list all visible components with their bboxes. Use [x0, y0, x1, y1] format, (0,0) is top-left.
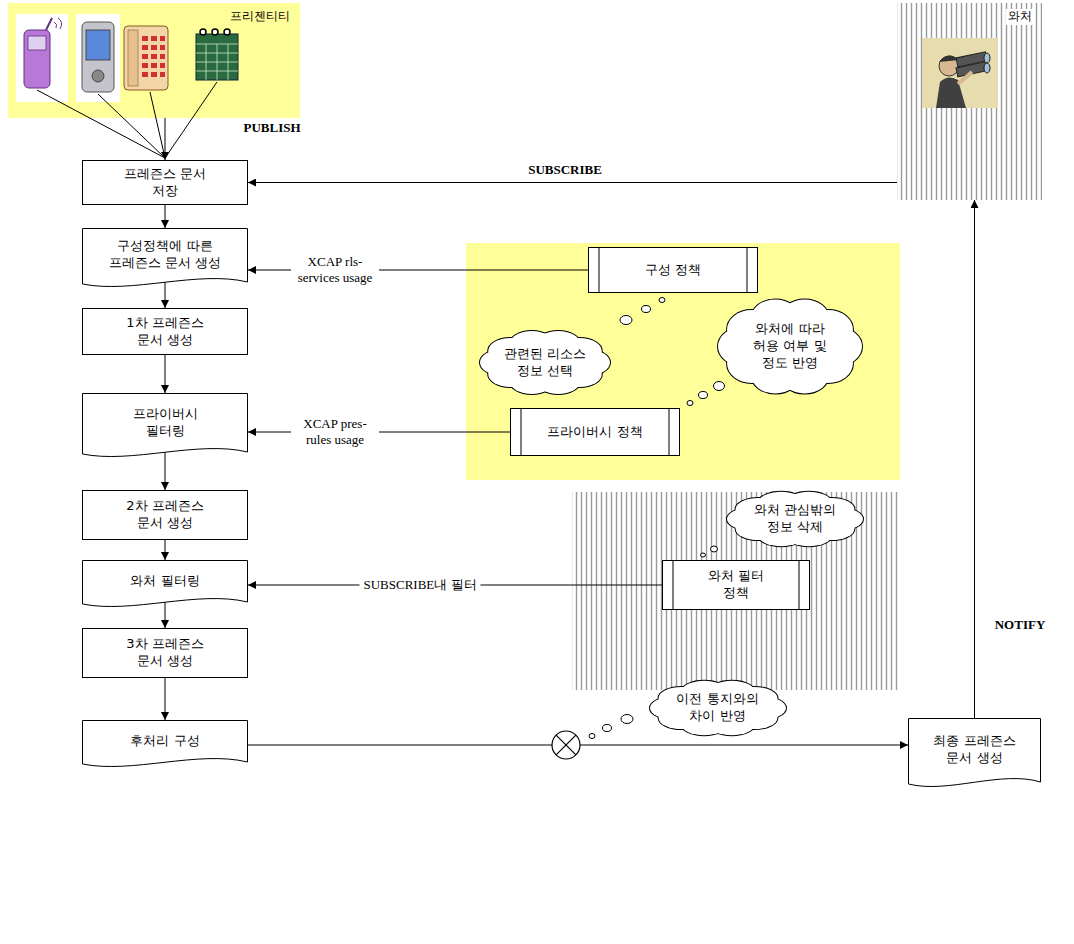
thought-cloud: 와처에 따라 허용 여부 및 정도 반영: [718, 298, 862, 395]
document-box: 와처 필터링: [82, 560, 248, 610]
process-frame: [663, 561, 810, 610]
band-label: 프리젠티티: [228, 9, 292, 25]
node-text: 프레즌스 문서 저장: [115, 166, 215, 200]
flow-arrow: [165, 282, 166, 308]
document-outline: [83, 561, 248, 607]
merge-circle-symbol: [552, 731, 580, 759]
edge-label-holder: XCAP rls-services usage: [291, 252, 379, 289]
flow-arrow: [165, 355, 166, 393]
node-text: 최종 프레즌스 문서 생성: [925, 733, 1025, 767]
thought-cloud: 이전 통지와의 차이 반영: [650, 680, 786, 736]
thought-cloud: 관련된 리소스 정보 선택: [480, 330, 610, 395]
node-text: 프라이버시 정책: [547, 424, 642, 441]
process-box: 1차 프레즌스 문서 생성: [82, 308, 248, 355]
document-box: 후처리 구성: [82, 720, 248, 770]
node-text: 이전 통지와의 차이 반영: [670, 691, 765, 725]
publish-fan-lines: [37, 82, 217, 158]
watcher-band-fill: [897, 3, 1042, 200]
node-text: 1차 프레즌스 문서 생성: [115, 315, 215, 349]
process-box: 3차 프레즌스 문서 생성: [82, 628, 248, 678]
presentity-band-fill: [8, 3, 300, 118]
process-box: 프레즌스 문서 저장: [82, 160, 248, 205]
policy-region: [466, 243, 900, 480]
flow-arrow: [248, 182, 897, 183]
node-text: 관련된 리소스 정보 선택: [500, 346, 590, 380]
node-text: 2차 프레즌스 문서 생성: [115, 498, 215, 532]
document-outline: [83, 394, 248, 457]
edge-label-holder: PUBLISH: [243, 120, 300, 136]
edge-label: NOTIFY: [995, 617, 1046, 633]
band-label-holder: 와처: [1006, 9, 1034, 25]
edge-label: SUBSCRIBE: [528, 162, 602, 178]
flow-arrow: [248, 432, 510, 433]
watcher-figure: [922, 38, 998, 108]
process-side-line: [521, 409, 522, 456]
node-text: 3차 프레즌스 문서 생성: [115, 636, 215, 670]
process-side-line: [673, 561, 674, 610]
process-frame: [589, 248, 758, 293]
policy-box: 와처 필터 정책: [662, 560, 810, 610]
edge-label-holder: SUBSCRIBE: [528, 162, 602, 178]
document-box: 최종 프레즌스 문서 생성: [908, 718, 1041, 790]
process-box: 2차 프레즌스 문서 생성: [82, 490, 248, 540]
node-text: 와처 필터링: [130, 573, 199, 590]
device-icons: [16, 14, 238, 102]
edge-label-holder: NOTIFY: [995, 617, 1046, 633]
flow-arrow: [165, 678, 166, 720]
node-text: 와처에 따라 허용 여부 및 정도 반영: [748, 321, 833, 372]
document-box: 프라이버시 필터링: [82, 393, 248, 460]
flow-arrow: [165, 602, 166, 628]
band-label-holder: 프리젠티티: [228, 9, 292, 25]
edge-label-holder: XCAP pres-rules usage: [291, 414, 379, 451]
edge-label: XCAP pres-rules usage: [291, 414, 379, 451]
node-text: 와처 관심밖의 정보 삭제: [748, 502, 843, 536]
thought-cloud: 와처 관심밖의 정보 삭제: [727, 491, 863, 547]
process-side-line: [747, 248, 748, 293]
process-side-line: [799, 561, 800, 610]
policy-box: 프라이버시 정책: [510, 408, 680, 456]
node-text: 구성 정책: [645, 262, 701, 279]
watcher-policy-region: [572, 492, 900, 690]
node-text: 후처리 구성: [130, 733, 199, 750]
node-text: 와처 필터 정책: [701, 568, 771, 602]
edge-label: XCAP rls-services usage: [291, 252, 379, 289]
document-box: 구성정책에 따른 프레즌스 문서 생성: [82, 228, 248, 290]
flow-arrow: [165, 118, 166, 160]
document-outline: [83, 229, 248, 287]
actor-band: 와처: [897, 3, 1042, 200]
flow-arrow: [974, 200, 975, 718]
edge-label: SUBSCRIBE내 필터: [359, 575, 480, 595]
document-outline: [909, 719, 1041, 787]
edge-label: PUBLISH: [243, 120, 300, 136]
document-outline: [83, 721, 248, 767]
flow-arrow: [165, 540, 166, 560]
process-frame: [511, 409, 680, 456]
process-side-line: [599, 248, 600, 293]
policy-box: 구성 정책: [588, 247, 758, 293]
actor-band: 프리젠티티: [8, 3, 300, 118]
band-label: 와처: [1006, 9, 1034, 25]
node-text: 프라이버시 필터링: [115, 406, 215, 440]
flow-arrow: [165, 452, 166, 490]
flow-arrow: [165, 205, 166, 228]
node-text: 구성정책에 따른 프레즌스 문서 생성: [105, 238, 225, 272]
edge-label-holder: SUBSCRIBE내 필터: [359, 575, 480, 595]
process-side-line: [669, 409, 670, 456]
